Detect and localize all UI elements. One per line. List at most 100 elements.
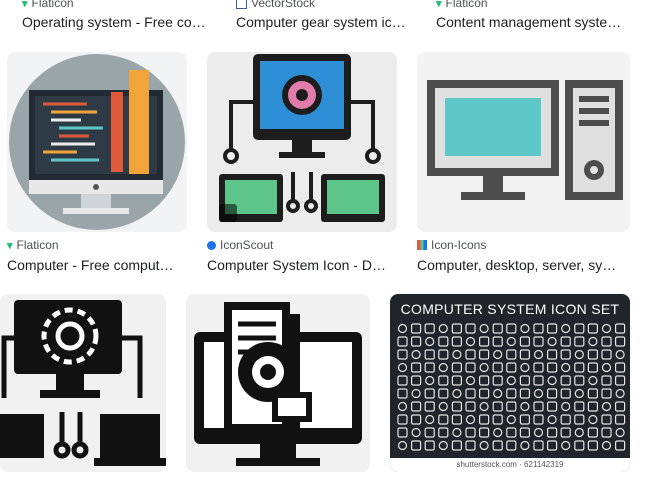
mini-icon [601, 414, 612, 425]
mini-icon [478, 427, 490, 438]
mini-icon [465, 362, 476, 373]
mini-icon [533, 388, 544, 399]
mini-icon [561, 401, 571, 412]
result-5-source[interactable]: IconScout [207, 238, 273, 252]
mini-icon [492, 323, 503, 334]
mini-icon [547, 401, 558, 412]
mini-icon [588, 375, 598, 386]
mini-icon [479, 440, 489, 451]
mini-icon [615, 401, 626, 412]
mini-icon [506, 388, 517, 399]
mini-icon [520, 362, 530, 373]
mini-icon [411, 414, 422, 425]
mini-icon [438, 336, 449, 347]
mini-icon [533, 336, 544, 347]
result-6-title[interactable]: Computer, desktop, server, sy… [417, 257, 617, 273]
mini-icon [588, 414, 598, 425]
result-8-thumbnail[interactable] [186, 294, 370, 472]
result-5-title[interactable]: Computer System Icon - D… [207, 257, 386, 273]
result-4-source[interactable]: ▾ Flaticon [7, 238, 59, 252]
mini-icon [411, 401, 422, 412]
mini-icon [519, 349, 530, 360]
computer-network-image [219, 54, 385, 222]
result-2-title[interactable]: Computer gear system ic… [236, 14, 406, 30]
mini-icon [492, 414, 503, 425]
result-4-thumbnail[interactable] [7, 52, 187, 232]
mini-icon [506, 401, 517, 412]
vectorstock-icon [236, 0, 247, 9]
mini-icon [615, 336, 626, 347]
mini-icon [493, 349, 503, 360]
mini-icon [533, 323, 544, 334]
mini-icon [425, 375, 435, 386]
mini-icon [519, 414, 530, 425]
mini-icon [506, 323, 517, 334]
mini-icon [452, 388, 462, 399]
mini-icon [601, 427, 612, 438]
mini-icon [452, 349, 462, 360]
icon-set-grid [397, 323, 626, 451]
mini-icon [397, 336, 408, 347]
mini-icon [438, 375, 449, 386]
banner-title: COMPUTER SYSTEM ICON SET [400, 301, 620, 317]
flaticon-v-icon: ▾ [7, 239, 13, 252]
mini-icon [478, 349, 490, 360]
result-3-source[interactable]: ▾ Flaticon [436, 0, 488, 10]
mini-icon [533, 414, 544, 425]
mini-icon [601, 401, 612, 412]
mini-icon [465, 388, 476, 399]
mini-icon [547, 336, 557, 347]
mini-icon [601, 362, 612, 373]
mini-icon [424, 362, 435, 373]
result-1-source[interactable]: ▾ Flaticon [22, 0, 74, 10]
mini-icon [520, 440, 530, 451]
result-6-thumbnail[interactable] [417, 52, 630, 232]
mini-icon [465, 375, 476, 386]
result-7-thumbnail[interactable] [0, 294, 166, 472]
mini-icon [615, 349, 625, 360]
mini-icon [465, 440, 476, 451]
mini-icon [560, 427, 571, 438]
mini-icon [601, 375, 612, 386]
result-4-title[interactable]: Computer - Free comput… [7, 257, 174, 273]
iconscout-icon [207, 240, 216, 250]
mini-icon [397, 375, 408, 386]
mini-icon [479, 362, 489, 373]
flaticon-v-icon: ▾ [22, 0, 28, 10]
mini-icon [411, 336, 422, 347]
mini-icon [587, 401, 598, 412]
mini-icon [438, 323, 448, 334]
mini-icon [560, 388, 571, 399]
result-6-source[interactable]: Icon-Icons [417, 238, 486, 252]
result-1-title[interactable]: Operating system - Free co… [22, 14, 206, 30]
mini-icon [587, 388, 598, 399]
mini-icon [411, 349, 421, 360]
mini-icon [547, 427, 558, 438]
result-5-thumbnail[interactable] [207, 52, 397, 232]
result-9-thumbnail[interactable]: COMPUTER SYSTEM ICON SET shutterstock.co… [390, 294, 630, 472]
mini-icon [533, 427, 544, 438]
mini-icon [411, 388, 421, 399]
mini-icon [451, 414, 463, 425]
mini-icon [519, 336, 530, 347]
mini-icon [451, 362, 463, 373]
mini-icon [397, 427, 408, 438]
mini-icon [506, 414, 516, 425]
mini-icon [520, 323, 530, 334]
mini-icon [547, 375, 557, 386]
mini-icon [438, 401, 448, 412]
mini-icon [574, 323, 585, 334]
mini-icon [519, 375, 530, 386]
mini-icon [479, 323, 489, 334]
result-2-source[interactable]: VectorStock [236, 0, 315, 10]
mini-icon [560, 414, 571, 425]
mini-icon [424, 323, 435, 334]
mini-icon [506, 375, 516, 386]
mini-icon [587, 323, 598, 334]
mini-icon [561, 362, 571, 373]
mini-icon [587, 349, 598, 360]
mini-icon [411, 362, 422, 373]
result-3-title[interactable]: Content management syste… [436, 14, 622, 30]
mini-icon [411, 427, 421, 438]
mini-icon [397, 414, 408, 425]
